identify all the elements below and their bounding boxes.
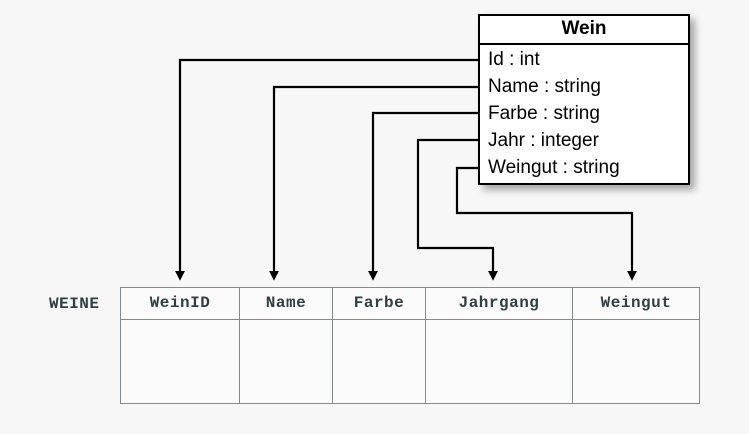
table-cell-farbe bbox=[332, 319, 426, 404]
connector-farbe-to-farbe bbox=[368, 111, 478, 281]
table-row bbox=[120, 319, 700, 404]
table-cell-weingut bbox=[572, 319, 700, 404]
uml-attribute-id: Id : int bbox=[488, 48, 540, 70]
column-header-name: Name bbox=[239, 287, 333, 320]
uml-attribute-farbe: Farbe : string bbox=[488, 102, 600, 124]
column-header-jahrgang: Jahrgang bbox=[425, 287, 573, 320]
column-header-weinid: WeinID bbox=[120, 287, 240, 320]
uml-attribute-weingut: Weingut : string bbox=[488, 156, 620, 178]
table-cell-name bbox=[239, 319, 333, 404]
uml-attribute-jahr: Jahr : integer bbox=[488, 129, 599, 151]
uml-attribute-list: Id : int Name : string Farbe : string Ja… bbox=[480, 45, 688, 183]
uml-class-name: Wein bbox=[480, 16, 688, 45]
uml-class-box: Wein Id : int Name : string Farbe : stri… bbox=[478, 14, 690, 185]
connector-id-to-weinid bbox=[175, 58, 478, 281]
column-header-weingut: Weingut bbox=[572, 287, 700, 320]
table-cell-jahrgang bbox=[425, 319, 573, 404]
column-header-farbe: Farbe bbox=[332, 287, 426, 320]
table-cell-weinid bbox=[120, 319, 240, 404]
table-header-row: WeinID Name Farbe Jahrgang Weingut bbox=[120, 287, 700, 320]
table-name-label: WEINE bbox=[49, 295, 100, 313]
relational-table: WeinID Name Farbe Jahrgang Weingut bbox=[120, 287, 700, 404]
connector-name-to-name bbox=[269, 85, 478, 281]
uml-attribute-name: Name : string bbox=[488, 75, 601, 97]
